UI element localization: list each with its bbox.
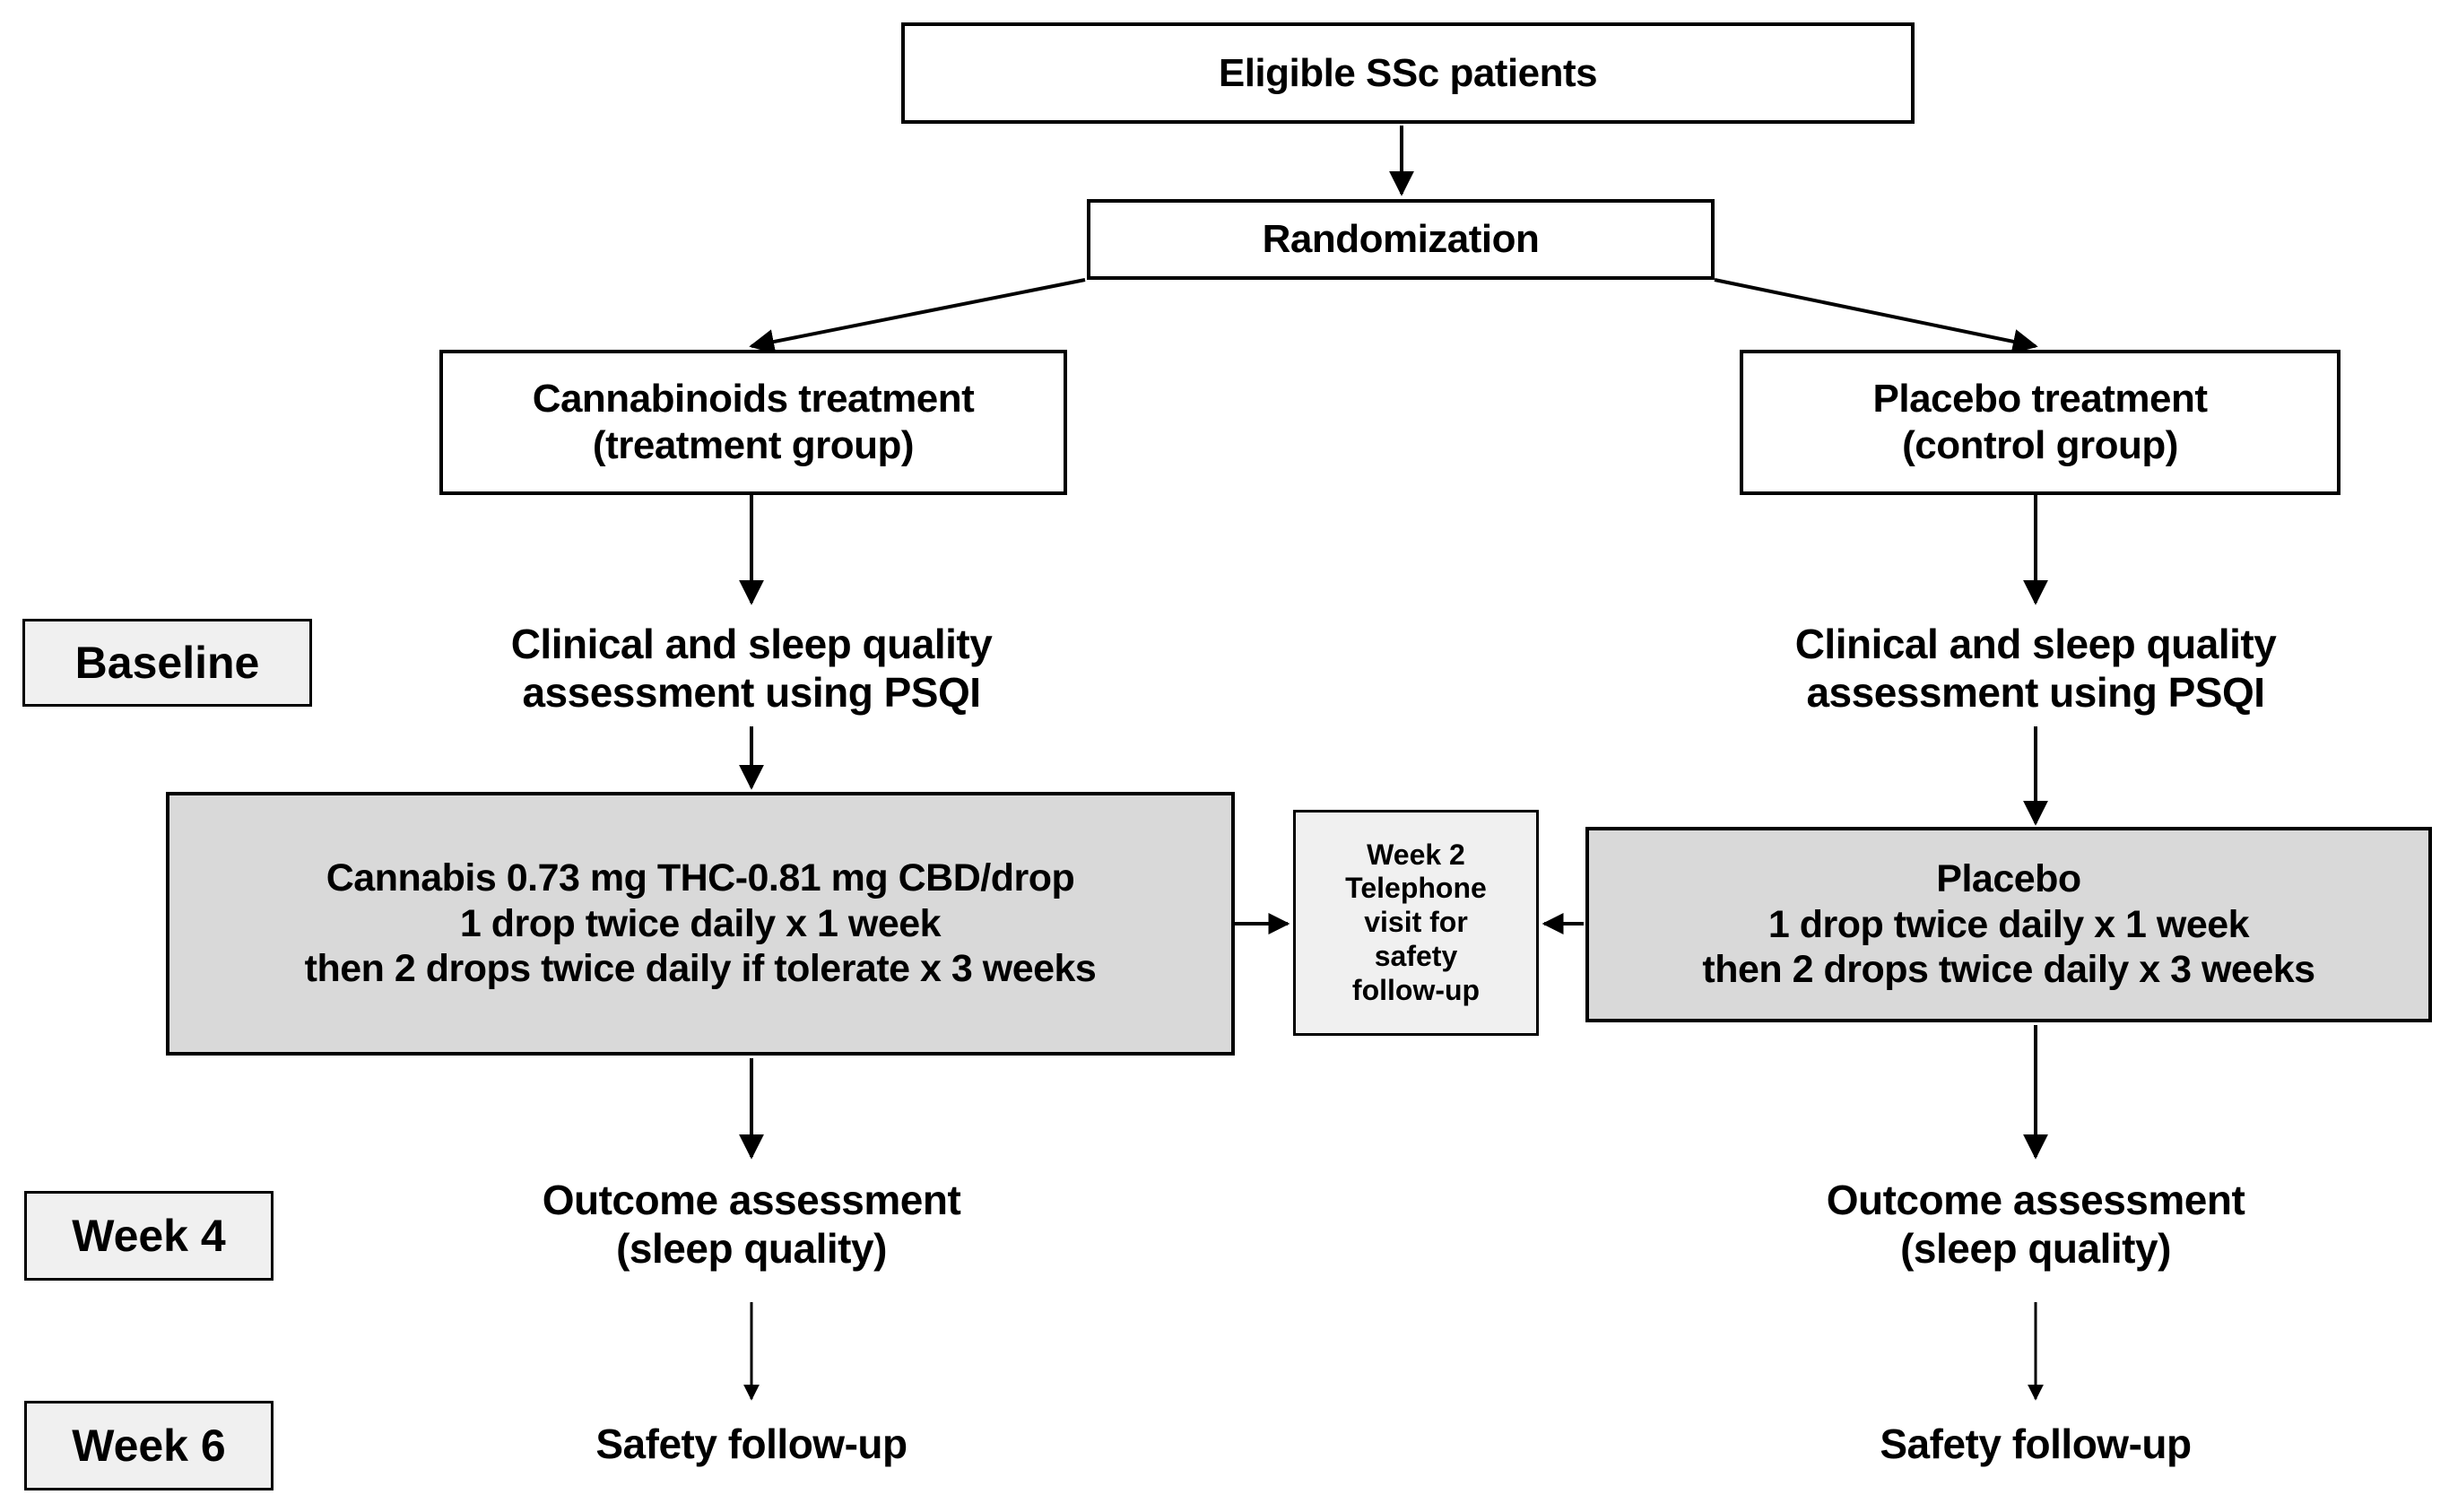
- node-safety-followup-control-label: Safety follow-up: [1880, 1420, 2192, 1467]
- connector-randomization-to-control: [1714, 278, 2038, 354]
- node-dosing-control-line1: Placebo: [1936, 856, 2081, 900]
- node-outcome-treatment-line1: Outcome assessment: [542, 1176, 961, 1223]
- node-baseline-assessment-control-line1: Clinical and sleep quality: [1794, 620, 2277, 667]
- node-outcome-control-line1: Outcome assessment: [1826, 1176, 2245, 1223]
- node-dosing-treatment-line2: 1 drop twice daily x 1 week: [459, 901, 942, 945]
- node-treatment-arm-line1: Cannabinoids treatment: [532, 377, 975, 421]
- node-dosing-control: Placebo 1 drop twice daily x 1 week then…: [1585, 827, 2432, 1022]
- stage-label-week6: Week 6: [24, 1401, 274, 1490]
- node-telephone-visit-line1: Week 2: [1367, 838, 1465, 871]
- node-baseline-assessment-treatment-line1: Clinical and sleep quality: [510, 620, 993, 667]
- node-randomization-label: Randomization: [1262, 217, 1540, 262]
- node-dosing-treatment-line3: then 2 drops twice daily if tolerate x 3…: [304, 947, 1097, 991]
- stage-label-week4: Week 4: [24, 1191, 274, 1281]
- node-dosing-treatment-line1: Cannabis 0.73 mg THC-0.81 mg CBD/drop: [326, 856, 1075, 899]
- node-safety-followup-treatment: Safety follow-up: [420, 1408, 1083, 1480]
- node-telephone-visit-line4: safety: [1374, 939, 1458, 972]
- node-outcome-control-line2: (sleep quality): [1900, 1225, 2171, 1272]
- node-outcome-control: Outcome assessment (sleep quality): [1704, 1166, 2367, 1282]
- node-telephone-visit: Week 2 Telephone visit for safety follow…: [1293, 810, 1539, 1036]
- node-baseline-assessment-treatment-line2: assessment using PSQI: [522, 669, 981, 716]
- node-control-arm: Placebo treatment (control group): [1740, 350, 2340, 495]
- node-safety-followup-treatment-label: Safety follow-up: [595, 1420, 908, 1467]
- node-dosing-control-line3: then 2 drops twice daily x 3 weeks: [1702, 948, 2315, 992]
- node-randomization: Randomization: [1087, 199, 1715, 280]
- node-dosing-control-line2: 1 drop twice daily x 1 week: [1767, 902, 2250, 946]
- node-outcome-treatment-line2: (sleep quality): [616, 1225, 887, 1272]
- node-treatment-arm: Cannabinoids treatment (treatment group): [439, 350, 1067, 495]
- stage-label-baseline: Baseline: [22, 619, 312, 707]
- node-eligible-patients-label: Eligible SSc patients: [1218, 50, 1598, 95]
- node-control-arm-line1: Placebo treatment: [1872, 377, 2208, 421]
- node-treatment-arm-line2: (treatment group): [592, 423, 915, 467]
- node-baseline-assessment-control: Clinical and sleep quality assessment us…: [1704, 610, 2367, 726]
- connector-randomization-to-treatment: [749, 278, 1086, 354]
- node-baseline-assessment-treatment: Clinical and sleep quality assessment us…: [420, 610, 1083, 726]
- node-telephone-visit-line5: follow-up: [1351, 973, 1481, 1006]
- node-dosing-treatment: Cannabis 0.73 mg THC-0.81 mg CBD/drop 1 …: [166, 792, 1235, 1056]
- node-control-arm-line2: (control group): [1902, 423, 2178, 467]
- node-baseline-assessment-control-line2: assessment using PSQI: [1806, 669, 2265, 716]
- stage-label-week4-text: Week 4: [72, 1210, 226, 1261]
- node-eligible-patients: Eligible SSc patients: [901, 22, 1915, 124]
- stage-label-baseline-text: Baseline: [74, 637, 260, 688]
- node-telephone-visit-line2: Telephone: [1345, 872, 1487, 905]
- stage-label-week6-text: Week 6: [72, 1420, 226, 1471]
- node-safety-followup-control: Safety follow-up: [1704, 1408, 2367, 1480]
- node-telephone-visit-line3: visit for: [1364, 906, 1468, 939]
- node-outcome-treatment: Outcome assessment (sleep quality): [420, 1166, 1083, 1282]
